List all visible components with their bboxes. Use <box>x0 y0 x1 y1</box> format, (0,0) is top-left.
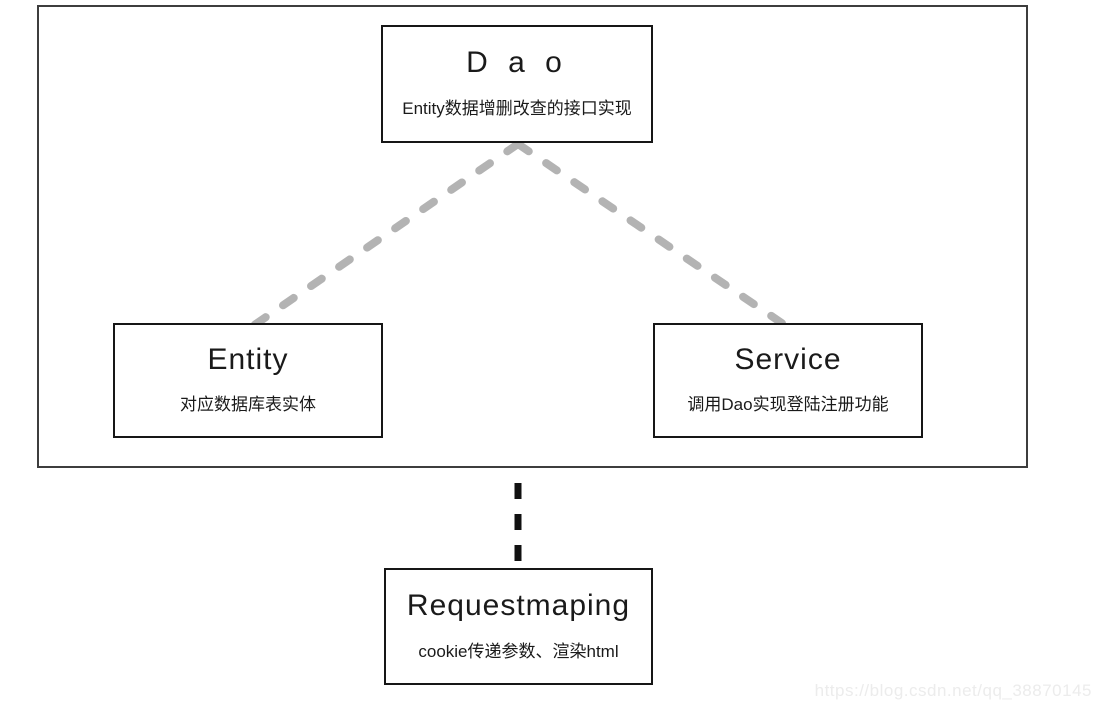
node-service: Service 调用Dao实现登陆注册功能 <box>653 323 923 438</box>
node-dao-title: D a o <box>466 46 568 80</box>
node-requestmapping: Requestmaping cookie传递参数、渲染html <box>384 568 653 685</box>
node-requestmapping-subtitle: cookie传递参数、渲染html <box>418 641 619 661</box>
connector-dao-service <box>514 140 796 334</box>
connector-dao-entity <box>243 140 522 334</box>
node-entity-title: Entity <box>207 343 289 377</box>
node-requestmapping-title: Requestmaping <box>406 588 631 622</box>
node-dao: D a o Entity数据增删改查的接口实现 <box>381 25 653 143</box>
node-service-subtitle: 调用Dao实现登陆注册功能 <box>687 395 889 415</box>
module-group-frame <box>37 5 1028 468</box>
node-service-title: Service <box>734 343 842 377</box>
node-dao-subtitle: Entity数据增删改查的接口实现 <box>402 99 632 119</box>
node-entity-subtitle: 对应数据库表实体 <box>180 395 316 415</box>
node-entity: Entity 对应数据库表实体 <box>113 323 383 438</box>
watermark-url: https://blog.csdn.net/qq_38870145 <box>814 681 1092 700</box>
